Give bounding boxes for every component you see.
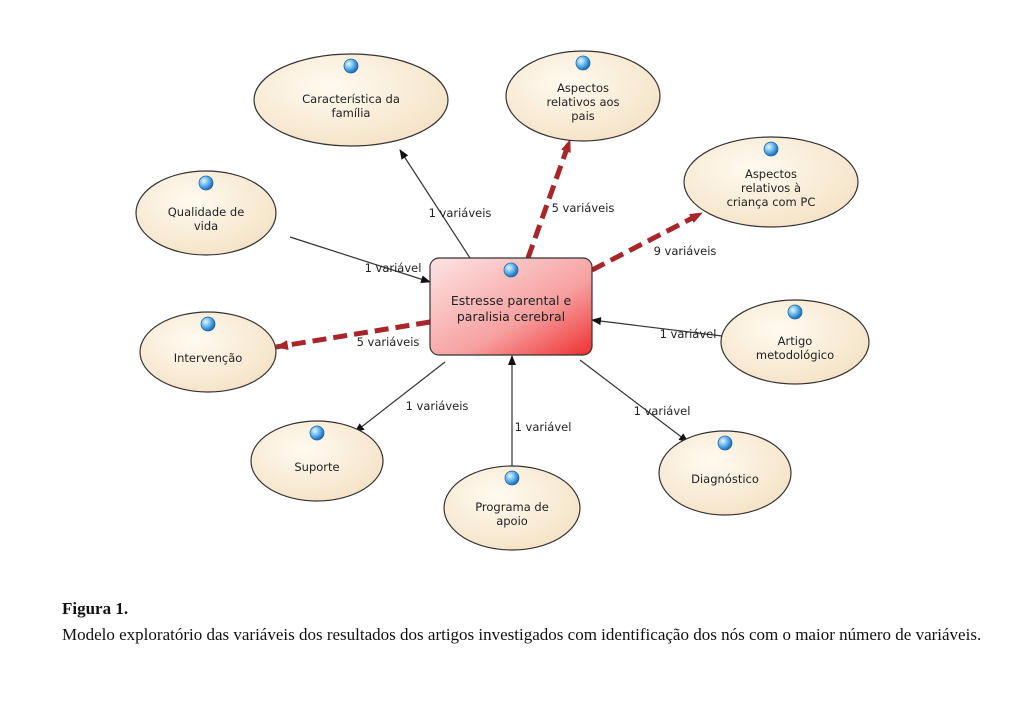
node-ellipse bbox=[505, 50, 661, 142]
edge-line bbox=[354, 361, 446, 433]
edge-crianca: 9 variáveis bbox=[590, 210, 717, 273]
center-label-line: paralisia cerebral bbox=[457, 309, 565, 324]
node-bullet-icon bbox=[309, 425, 325, 441]
edge-label: 5 variáveis bbox=[357, 335, 420, 349]
node-label-line: metodológico bbox=[756, 348, 834, 362]
edge-intervencao: 5 variáveis bbox=[275, 319, 431, 351]
node-suporte[interactable]: Suporte bbox=[250, 420, 384, 502]
edge-label: 1 variável bbox=[515, 420, 572, 434]
edge-line bbox=[275, 319, 431, 351]
edge-artigo: 1 variável bbox=[591, 317, 723, 341]
edge-label: 9 variáveis bbox=[654, 244, 717, 258]
node-ellipse bbox=[658, 430, 792, 516]
node-label-line: Artigo bbox=[778, 334, 813, 348]
edge-line bbox=[399, 149, 471, 259]
edge-label: 1 variáveis bbox=[429, 206, 492, 220]
figure-caption-body: Modelo exploratório das variáveis dos re… bbox=[62, 625, 982, 644]
edge-line bbox=[289, 236, 431, 284]
node-ellipse bbox=[139, 311, 277, 393]
node-bullet-icon bbox=[198, 175, 214, 191]
node-label-line: Aspectos bbox=[557, 81, 609, 95]
center-bullet-icon bbox=[503, 262, 519, 278]
node-bullet-icon bbox=[787, 304, 803, 320]
diagram: 1 variáveis 5 variáveis 9 variáveis 1 variá… bbox=[135, 50, 870, 551]
edge-programa: 1 variável bbox=[508, 355, 572, 466]
node-ellipse bbox=[683, 136, 859, 228]
node-bullet-icon bbox=[763, 141, 779, 157]
edge-suporte: 1 variáveis bbox=[354, 361, 469, 433]
node-label-line: vida bbox=[194, 219, 218, 233]
node-label-line: Intervenção bbox=[174, 351, 243, 365]
edge-qualidade: 1 variável bbox=[289, 236, 431, 284]
edge-pais: 5 variáveis bbox=[525, 139, 615, 259]
edge-label: 1 variável bbox=[634, 404, 691, 418]
node-ellipse bbox=[253, 53, 449, 147]
edge-label: 1 variável bbox=[660, 327, 717, 341]
node-bullet-icon bbox=[504, 470, 520, 486]
node-label-line: Aspectos bbox=[745, 167, 797, 181]
edge-line bbox=[590, 210, 704, 273]
node-bullet-icon bbox=[200, 316, 216, 332]
node-label-line: Diagnóstico bbox=[691, 472, 759, 486]
node-label-line: Suporte bbox=[294, 460, 339, 474]
center-label-line: Estresse parental e bbox=[451, 293, 572, 308]
node-bullet-icon bbox=[343, 58, 359, 74]
node-ellipse bbox=[135, 170, 277, 256]
node-label-line: criança com PC bbox=[727, 195, 816, 209]
node-label-line: Programa de bbox=[475, 500, 549, 514]
node-bullet-icon bbox=[717, 435, 733, 451]
figure-caption-title: Figura 1. bbox=[62, 599, 129, 618]
node-ellipse bbox=[720, 299, 870, 385]
node-ellipse bbox=[443, 465, 581, 551]
node-label-line: apoio bbox=[496, 514, 528, 528]
edge-familia: 1 variáveis bbox=[399, 149, 492, 259]
node-label-line: relativos aos bbox=[546, 95, 619, 109]
node-bullet-icon bbox=[575, 55, 591, 71]
node-label-line: Qualidade de bbox=[168, 205, 245, 219]
center-rect bbox=[429, 257, 593, 356]
edge-label: 1 variável bbox=[365, 261, 422, 275]
node-diagnostico[interactable]: Diagnóstico bbox=[658, 430, 792, 516]
edge-line bbox=[579, 359, 689, 443]
edge-diagnostico: 1 variável bbox=[579, 359, 691, 443]
edge-label: 1 variáveis bbox=[406, 399, 469, 413]
node-label-line: Característica da bbox=[302, 92, 400, 106]
edge-label: 5 variáveis bbox=[552, 201, 615, 215]
node-label-line: família bbox=[332, 106, 371, 120]
edge-line bbox=[525, 139, 573, 259]
edge-line bbox=[591, 317, 723, 337]
node-intervencao[interactable]: Intervenção bbox=[139, 311, 277, 393]
node-label-line: relativos à bbox=[741, 181, 801, 195]
node-label-line: pais bbox=[571, 109, 595, 123]
node-ellipse bbox=[250, 420, 384, 502]
